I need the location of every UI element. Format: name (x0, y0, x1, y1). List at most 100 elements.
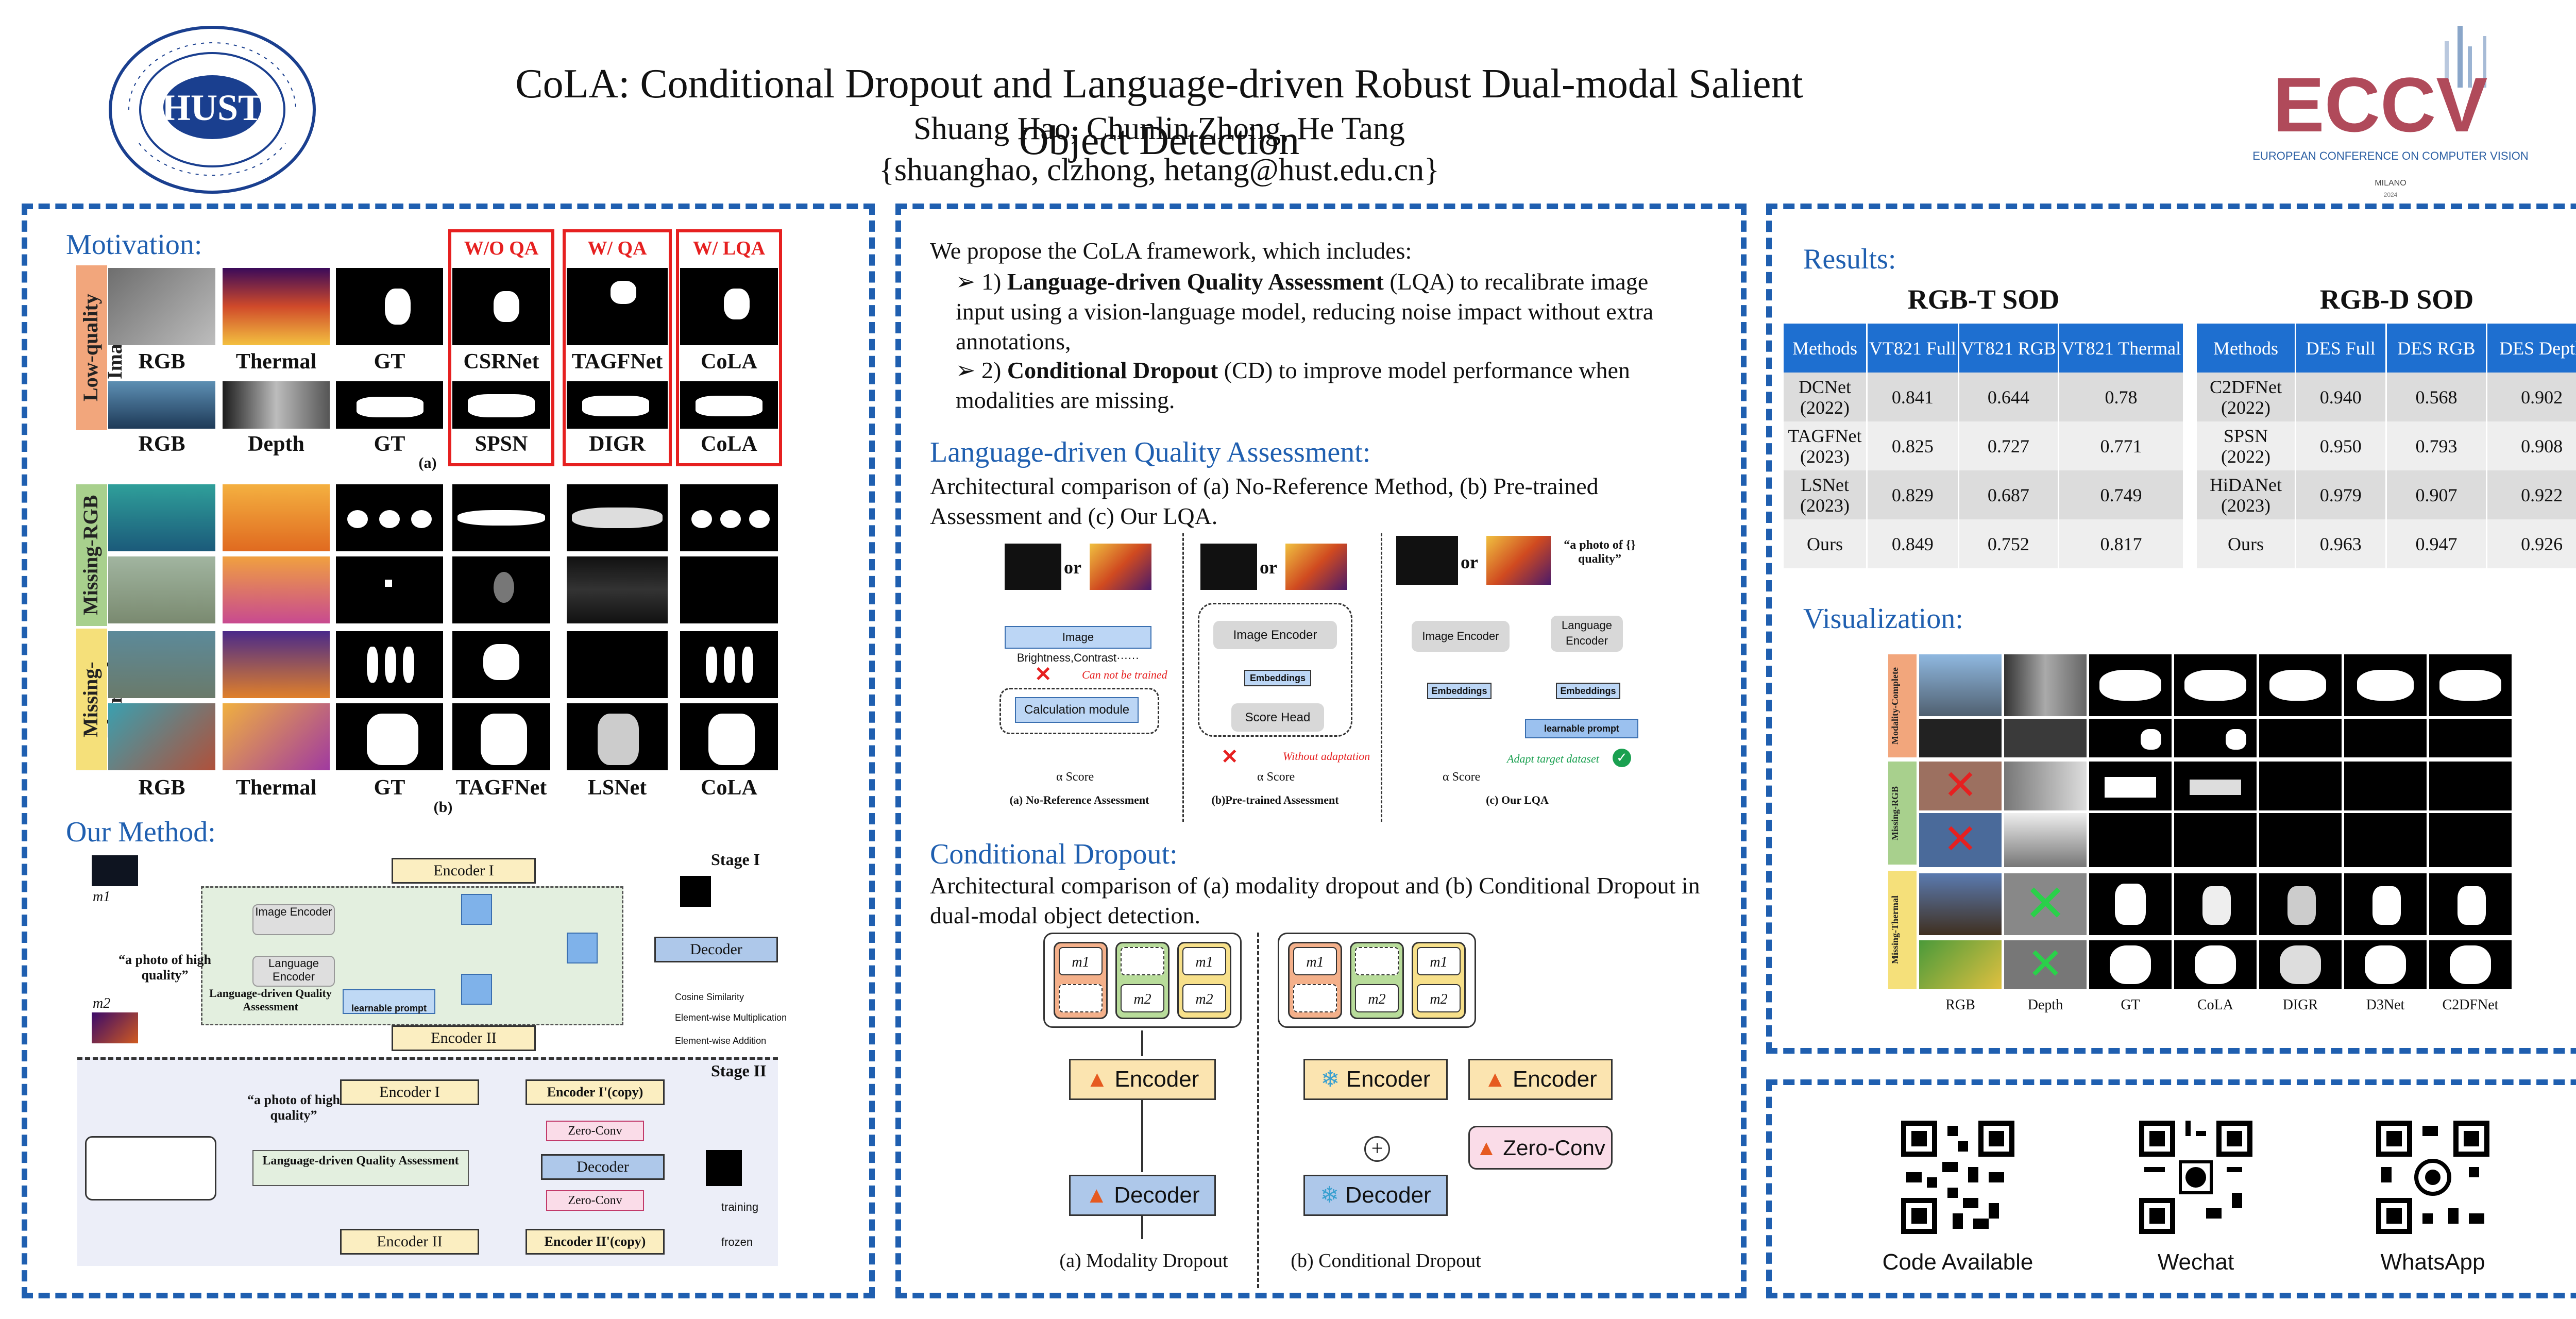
rgbt-cell: DCNet (2022) (1784, 373, 1868, 421)
cd-separator (1257, 933, 1261, 1288)
rgbt-cell: 0.771 (2058, 421, 2185, 470)
missing-row1-tagfnet (452, 484, 550, 551)
lqa-b-without: Without adaptation (1283, 750, 1370, 763)
viz-r5-depth-missing: ✕ (2004, 873, 2087, 935)
lqa-a-score: α Score (1056, 770, 1094, 784)
viz-r4-c2dfnet (2429, 813, 2512, 867)
viz-r3-c2dfnet (2429, 762, 2512, 810)
missing-row4-gt (336, 703, 443, 770)
row2-label-digr: DIGR (589, 432, 646, 456)
encoder1-copy-stage2: Encoder I'(copy) (526, 1079, 665, 1105)
bottom-label-thermal: Thermal (235, 776, 317, 800)
svg-text:EUROPEAN CONFERENCE ON COMPUTE: EUROPEAN CONFERENCE ON COMPUTER VISION (2252, 149, 2528, 162)
viz-r3-depth (2004, 762, 2087, 810)
rgbt-col-rgb: VT821 RGB (1958, 324, 2059, 373)
viz-r2-c2dfnet (2429, 719, 2512, 757)
viz-side-missing-rgb (1888, 762, 1917, 865)
missing-row4-lsnet (567, 703, 668, 770)
rgbt-cell: 0.727 (1958, 421, 2059, 470)
header-title: CoLA: Conditional Dropout and Language-d… (515, 61, 1803, 163)
rgbd-cell: 0.568 (2386, 373, 2488, 421)
cd-b-modality-set (1278, 933, 1476, 1028)
row1-cola-image (680, 268, 778, 345)
decoder-stage2: Decoder (541, 1154, 665, 1180)
cd-b-m1c: m1 (1417, 947, 1461, 975)
viz-r5-c2dfnet (2429, 873, 2512, 935)
motivation-title: Motivation: (66, 229, 202, 261)
viz-r1-rgb (1919, 654, 2002, 716)
fire-icon: ▲ (1476, 1136, 1503, 1160)
viz-r5-cola (2174, 873, 2257, 935)
legend-frozen: frozen (721, 1236, 753, 1248)
fire-icon: ▲ (1085, 1182, 1114, 1208)
rgbt-cell: 0.825 (1867, 421, 1959, 470)
m1-image (92, 855, 138, 886)
viz-side-missing-rgb-text: Missing-RGB (1890, 786, 1900, 840)
qr-code[interactable] (1896, 1115, 2020, 1239)
missing-row3-tagfnet (452, 631, 550, 698)
row2-depth-image (223, 381, 330, 429)
zero-conv-top: Zero-Conv (546, 1121, 644, 1141)
cd-a-arrow-2 (1141, 1100, 1143, 1172)
cd-b-encoder-frozen: ❄ Encoder (1303, 1059, 1448, 1100)
bullet-2-prefix: 2) (981, 357, 1007, 383)
viz-r6-d3net (2344, 940, 2427, 989)
feature-cube-1 (461, 894, 492, 925)
cd-b-decoder-label: Decoder (1345, 1182, 1431, 1208)
lqa-a-thermal (1090, 544, 1151, 590)
lqa-c-learnable: learnable prompt (1525, 719, 1638, 738)
legend-add: Element-wise Addition (675, 1036, 767, 1046)
row2-label-depth: Depth (248, 432, 304, 456)
missing-row4-cola (680, 703, 778, 770)
rgbd-col-rgb: DES RGB (2386, 324, 2488, 373)
row1-label-csrnet: CSRNet (463, 350, 539, 374)
viz-label-digr: DIGR (2282, 997, 2318, 1013)
qr-wechat[interactable] (2134, 1115, 2258, 1239)
row1-rgb-image (108, 268, 215, 345)
row1-label-gt: GT (374, 350, 405, 374)
viz-side-complete-text: Modality-Complete (1890, 667, 1900, 745)
cd-a-m2a-empty (1059, 984, 1103, 1012)
viz-r2-digr (2259, 719, 2342, 757)
lqa-sep-1 (1182, 533, 1185, 822)
bottom-label-lsnet: LSNet (587, 776, 647, 800)
lqa-b-dashed (1198, 603, 1352, 737)
bottom-label-tagfnet: TAGFNet (455, 776, 547, 800)
cd-b-zero-conv: ▲ Zero-Conv (1468, 1126, 1613, 1170)
cd-b-m2c: m2 (1417, 984, 1461, 1012)
rgbt-table: Methods VT821 Full VT821 RGB VT821 Therm… (1784, 324, 2185, 568)
qr-whatsapp[interactable] (2371, 1115, 2495, 1239)
encoder1-stage1: Encoder I (392, 858, 536, 884)
missing-row2-gt (336, 556, 443, 623)
viz-r6-gt (2089, 940, 2172, 989)
snowflake-icon: ❄ (1320, 1067, 1346, 1092)
lqa-c-embeddings-1: Embeddings (1427, 683, 1492, 699)
cd-b-decoder: ❄ Decoder (1303, 1175, 1448, 1216)
rgbt-col-thermal: VT821 Thermal (2058, 324, 2185, 373)
viz-r4-depth (2004, 813, 2087, 867)
viz-r2-gt (2089, 719, 2172, 757)
viz-r6-rgb (1919, 940, 2002, 989)
row1-tagfnet-image (567, 268, 668, 345)
rgbt-cell: 0.644 (1958, 373, 2059, 421)
rgbt-cell: Ours (1784, 519, 1868, 568)
red-box-3 (676, 229, 782, 466)
lqa-a-cannot: Can not be trained (1082, 668, 1167, 681)
missing-row3-rgb (108, 631, 215, 698)
viz-r2-depth (2004, 719, 2087, 757)
lqa-figure: or Image Brightness,Contrast······ ✕ Can… (999, 533, 1649, 822)
learnable-prompt-box: learnable prompt (343, 989, 435, 1014)
rgbt-cell: 0.752 (1958, 519, 2059, 568)
missing-row3-cola (680, 631, 778, 698)
right-logo: ECCV EUROPEAN CONFERENCE ON COMPUTER VIS… (2241, 15, 2540, 201)
bullet-1-rest: (LQA) to recalibrate image input using a… (956, 268, 1654, 354)
left-logo: HUST (108, 25, 317, 195)
framework-bullet-1: ➢ 1) Language-driven Quality Assessment … (956, 267, 1698, 357)
legend-cos: Cosine Similarity (675, 992, 744, 1002)
viz-r4-cola (2174, 813, 2257, 867)
header-email: {shuanghao, clzhong, hetang@hust.edu.cn} (879, 153, 1439, 188)
viz-label-c2dfnet: C2DFNet (2442, 997, 2499, 1013)
